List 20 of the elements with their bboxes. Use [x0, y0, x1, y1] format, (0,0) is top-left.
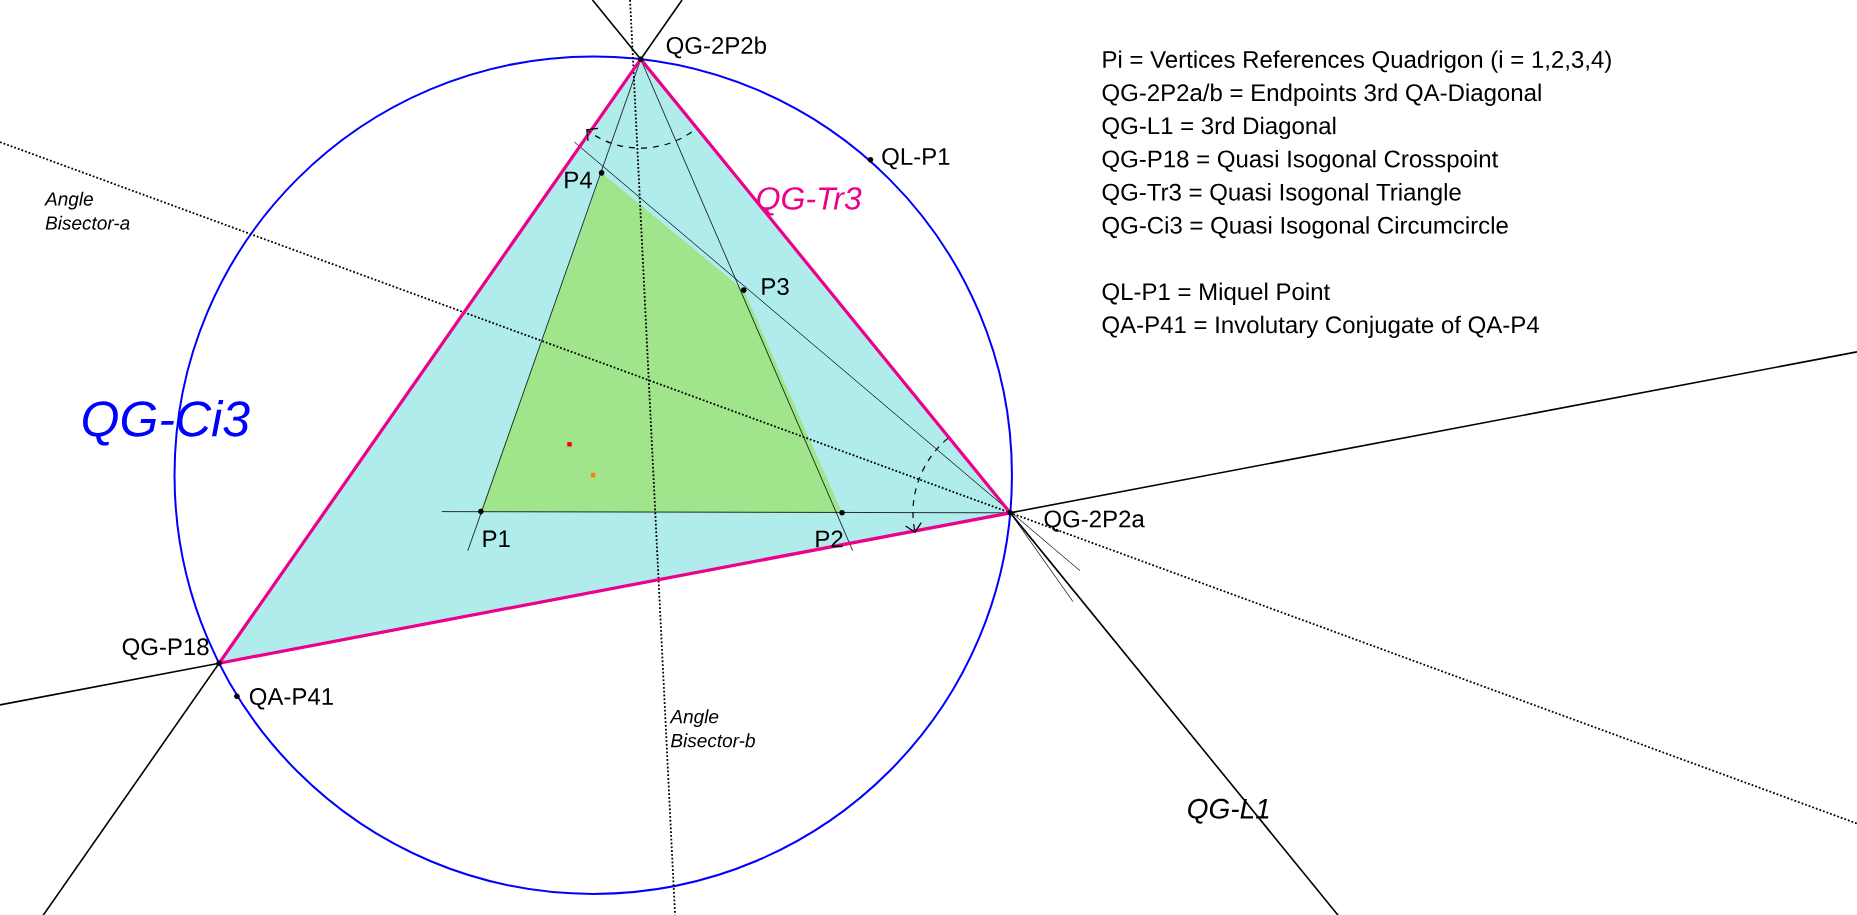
definition-text: Pi = Vertices References Quadrigon (i = 1,2,3,4) — [1103, 50, 1611, 73]
definition-text: QL-P1 = Miquel Point — [1102, 282, 1330, 305]
point-label: QG-P18 — [122, 638, 209, 660]
definition-text: QG-P18 = Quasi Isogonal Crosspoint — [1102, 149, 1499, 173]
definition-text: QG-L1 = 3rd Diagonal — [1102, 116, 1336, 139]
definition-text: QG-2P2a/b = Endpoints 3rd QA-Diagonal — [1102, 83, 1541, 106]
point-label: P3 — [762, 277, 789, 295]
point-label: QA-P41 — [249, 687, 333, 710]
point-label: P1 — [483, 530, 510, 547]
point-label: P2 — [816, 530, 843, 547]
point-label: QG-2P2a — [1044, 510, 1145, 532]
line-label: Angle Bisector-a — [44, 191, 130, 230]
point-label: P4 — [565, 171, 592, 189]
point-label: QG-2P2b — [666, 36, 766, 59]
point-label: QL-P1 — [882, 147, 950, 170]
definition-text: QG-Ci3 = Quasi Isogonal Circumcircle — [1102, 216, 1508, 239]
definition-text: QA-P41 = Involutary Conjugate of QA-P4 — [1102, 315, 1539, 338]
triangle-label: QG-Tr3 — [757, 186, 862, 216]
definition-text: QG-Tr3 = Quasi Isogonal Triangle — [1102, 182, 1461, 206]
line-label: Angle Bisector-b — [669, 709, 755, 748]
